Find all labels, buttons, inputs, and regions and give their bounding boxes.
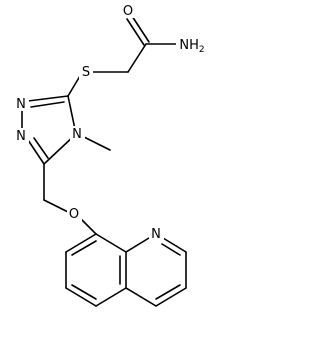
atom-oxygen-carbonyl: O [123,4,133,19]
bond-c5-n1-double [33,137,49,159]
bond-n2-c3-double [30,101,65,108]
bonds [21,15,187,307]
bond-c3-c4-inner [155,284,181,300]
bond-carbonyl-methylene [127,43,147,73]
bond-c4-c4a [125,287,157,307]
bond-c5-c6-inner [71,284,97,300]
atom-nitrogen-n2: N [16,97,26,112]
atom-amine-nh2: NH2 [179,38,204,55]
bond-n1-c2-inner [161,243,181,256]
bond-o-c8 [79,217,97,235]
chemical-structure: O NH2 S N N N O N [14,3,208,307]
atom-nitrogen-n1: N [16,129,26,144]
bond-c7-c8 [65,233,97,253]
atom-nitrogen-n4: N [72,127,82,142]
bond-c5-c6 [65,287,97,307]
atom-nitrogen-quinoline: N [151,227,161,242]
bond-c3-c4 [155,287,187,307]
bond-ch2-o [43,199,69,213]
bond-c4a-c5 [95,287,127,307]
bond-carbonyl-double-a [126,18,145,46]
bond-c8-c8a [95,233,127,253]
bond-carbonyl-double-b [131,15,150,43]
bond-c7-c8-inner [71,240,97,256]
atom-sulfur: S [82,65,90,80]
bond-n2-c3-single [27,95,69,102]
atom-oxygen-ether: O [69,207,79,222]
bond-sulfur-c3 [67,75,81,97]
atom-labels: O NH2 S N N N O N [14,3,208,242]
bond-n1-c2 [162,237,187,253]
bond-n4-methyl [83,136,111,151]
bond-c8a-n1 [125,237,150,253]
bond-c5-n1-single [27,139,45,165]
